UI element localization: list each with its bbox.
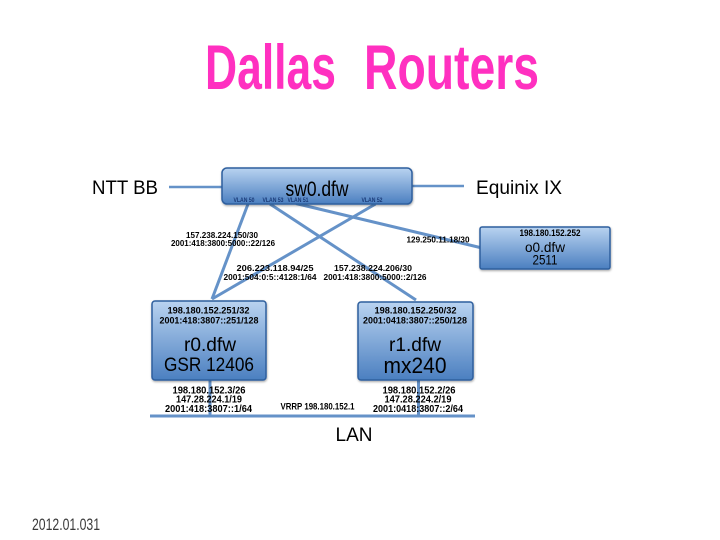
svg-text:VLAN 52: VLAN 52 (362, 197, 383, 204)
svg-text:2001:0418:3807::250/128: 2001:0418:3807::250/128 (363, 316, 467, 327)
svg-text:2001:418:3800:5000::22/126: 2001:418:3800:5000::22/126 (171, 238, 275, 248)
svg-text:VLAN 53: VLAN 53 (263, 197, 284, 204)
svg-text:147.28.224.2/19: 147.28.224.2/19 (385, 395, 452, 406)
svg-text:Equinix IX: Equinix IX (476, 178, 562, 199)
svg-text:198.180.152.252: 198.180.152.252 (520, 228, 581, 238)
svg-text:r1.dfw: r1.dfw (389, 335, 441, 356)
svg-text:129.250.11.18/30: 129.250.11.18/30 (407, 235, 470, 245)
svg-text:NTT BB: NTT BB (92, 178, 158, 199)
svg-text:198.180.152.250/32: 198.180.152.250/32 (375, 306, 457, 317)
svg-text:Routers: Routers (364, 33, 539, 103)
svg-text:sw0.dfw: sw0.dfw (286, 178, 350, 201)
svg-text:206.223.118.94/25: 206.223.118.94/25 (237, 263, 314, 273)
svg-text:VLAN 51: VLAN 51 (288, 197, 309, 204)
svg-text:2001:418:3800:5000::2/126: 2001:418:3800:5000::2/126 (324, 272, 427, 282)
svg-text:GSR 12406: GSR 12406 (164, 355, 254, 376)
svg-text:VRRP 198.180.152.1: VRRP 198.180.152.1 (281, 402, 356, 413)
svg-text:Dallas: Dallas (205, 33, 336, 103)
svg-text:r0.dfw: r0.dfw (184, 335, 236, 356)
svg-text:157.238.224.150/30: 157.238.224.150/30 (186, 230, 258, 240)
svg-text:157.238.224.206/30: 157.238.224.206/30 (334, 263, 412, 273)
svg-text:2001:418:3807::1/64: 2001:418:3807::1/64 (165, 404, 252, 415)
svg-text:o0.dfw: o0.dfw (525, 239, 566, 255)
svg-text:2001:418:3807::251/128: 2001:418:3807::251/128 (160, 316, 259, 327)
svg-text:198.180.152.251/32: 198.180.152.251/32 (168, 306, 250, 317)
svg-text:2001:504:0:5::4128:1/64: 2001:504:0:5::4128:1/64 (224, 272, 317, 282)
svg-text:147.28.224.1/19: 147.28.224.1/19 (176, 395, 242, 406)
svg-text:2012.01.031: 2012.01.031 (32, 516, 100, 534)
svg-text:198.180.152.2/26: 198.180.152.2/26 (383, 386, 456, 397)
svg-text:198.180.152.3/26: 198.180.152.3/26 (173, 386, 246, 397)
svg-text:LAN: LAN (336, 425, 373, 446)
svg-text:VLAN 50: VLAN 50 (234, 197, 255, 204)
svg-text:2511: 2511 (533, 253, 558, 268)
svg-text:mx240: mx240 (384, 353, 447, 378)
svg-text:2001:0418:3807::2/64: 2001:0418:3807::2/64 (373, 404, 463, 415)
